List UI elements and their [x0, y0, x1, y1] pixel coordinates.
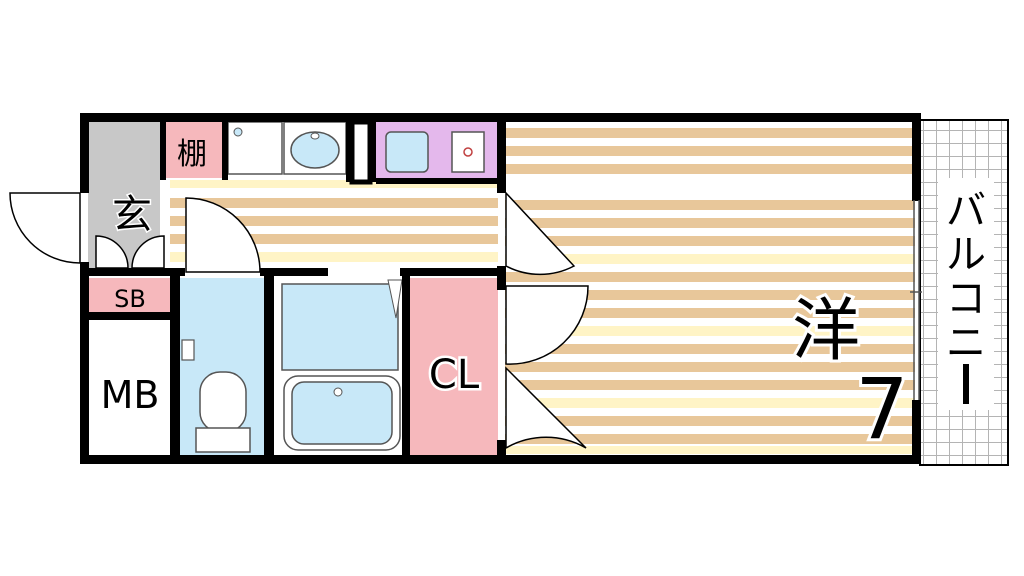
doors	[9, 191, 589, 450]
shoe-box-label: SB	[114, 285, 146, 313]
toilet-room	[180, 278, 266, 456]
room-type-label: 洋	[792, 292, 860, 371]
washbasin	[227, 121, 347, 175]
fridge-space	[349, 119, 373, 185]
western-room-floor	[505, 122, 915, 457]
meter-box	[88, 322, 170, 458]
balcony-window	[910, 200, 922, 400]
balcony-char: ル	[946, 232, 986, 278]
balcony-char: バ	[946, 188, 986, 234]
shelf-label: 棚	[177, 137, 207, 172]
bathroom	[276, 278, 403, 456]
shelf	[164, 122, 222, 178]
closet	[408, 278, 498, 456]
meter-box-label: MB	[101, 373, 160, 417]
kitchen	[374, 122, 498, 180]
room-size-label: 7	[855, 360, 908, 458]
balcony-long-vowel-mark	[963, 364, 969, 404]
genkan-label: 玄	[112, 192, 152, 238]
balcony-char: コ	[946, 276, 986, 322]
balcony-label: バ ル コ ニ	[946, 188, 986, 404]
closet-label: CL	[429, 352, 480, 398]
walls	[80, 113, 921, 464]
shoe-box	[88, 278, 170, 314]
balcony-char: ニ	[946, 320, 986, 366]
